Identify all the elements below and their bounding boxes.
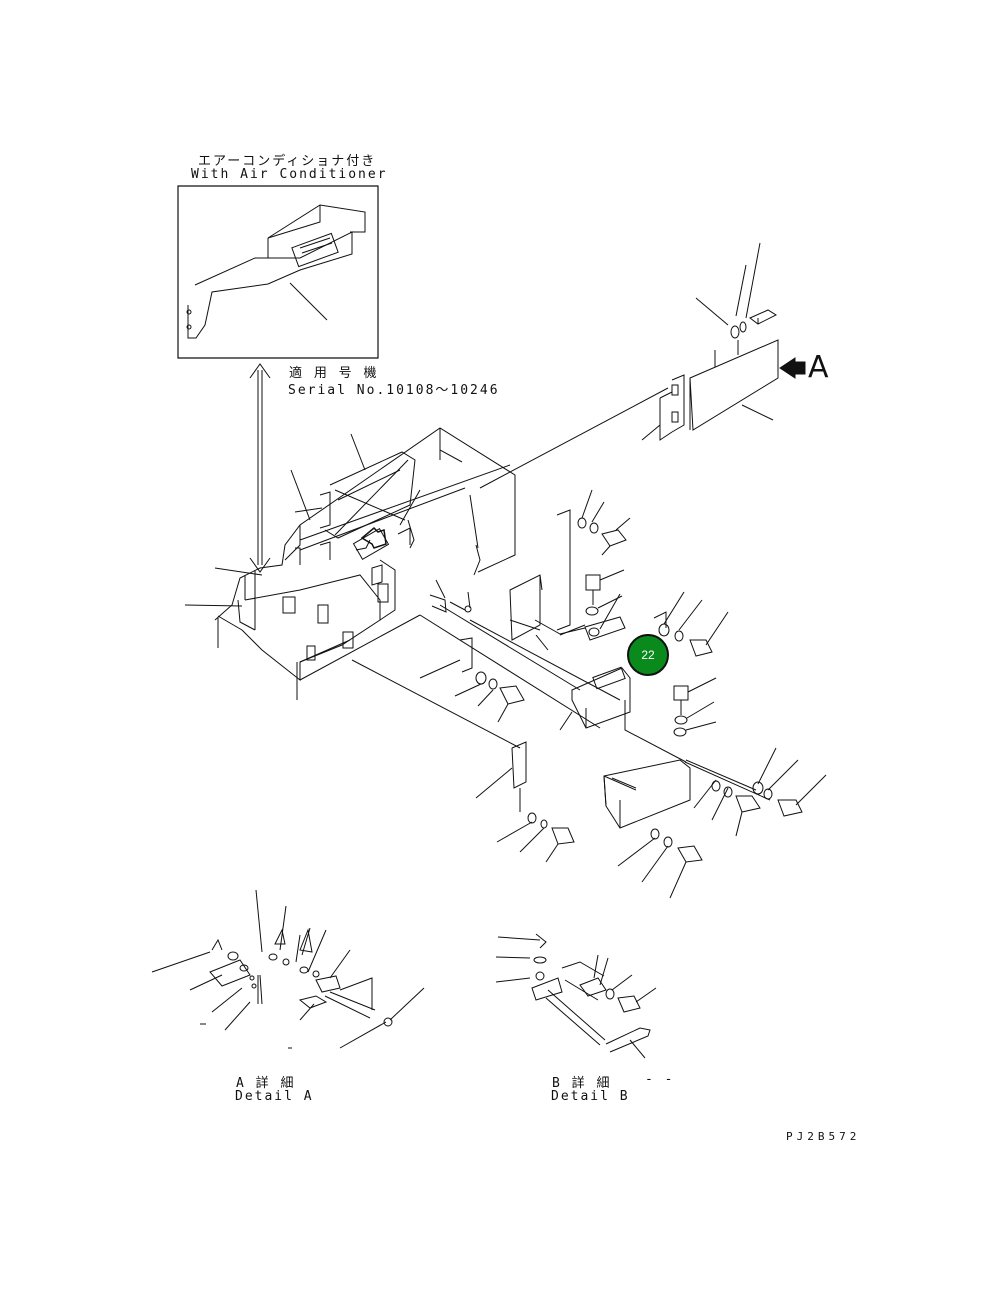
right-bolts [654,592,728,736]
right-cover-panel [642,243,805,440]
inset-title-japanese: エアーコンディショナ付き [198,154,377,169]
main-leaders [185,434,542,608]
callout-22[interactable]: 22 [627,634,669,676]
lower-right-bracket [604,748,826,898]
lower-bracket [560,667,686,762]
main-frame-assembly [215,428,620,728]
detail-a-label-japanese: A 詳 細 [236,1076,296,1091]
detail-a-label-english: Detail A [235,1089,314,1104]
drawing-code: PJ2B572 [786,1130,861,1143]
inset-air-conditioner-panel [178,186,378,358]
center-plates [510,510,625,650]
view-b-arrow [362,528,386,548]
detail-b-label-japanese: B 詳 細 [552,1076,612,1091]
detail-b-marks: - - [645,1072,675,1087]
left-lower-bracket [352,638,574,862]
serial-label-japanese: 適 用 号 機 [289,366,379,381]
detail-b-drawing [496,934,656,1058]
serial-number-range: Serial No.10108～10246 [288,383,500,398]
detail-a-drawing [152,890,424,1048]
center-bolts [578,490,630,615]
view-arrow-label: A [808,350,829,385]
connection-arrow [250,364,270,572]
detail-b-label-english: Detail B [551,1089,630,1104]
inset-title-english: With Air Conditioner [191,167,388,182]
